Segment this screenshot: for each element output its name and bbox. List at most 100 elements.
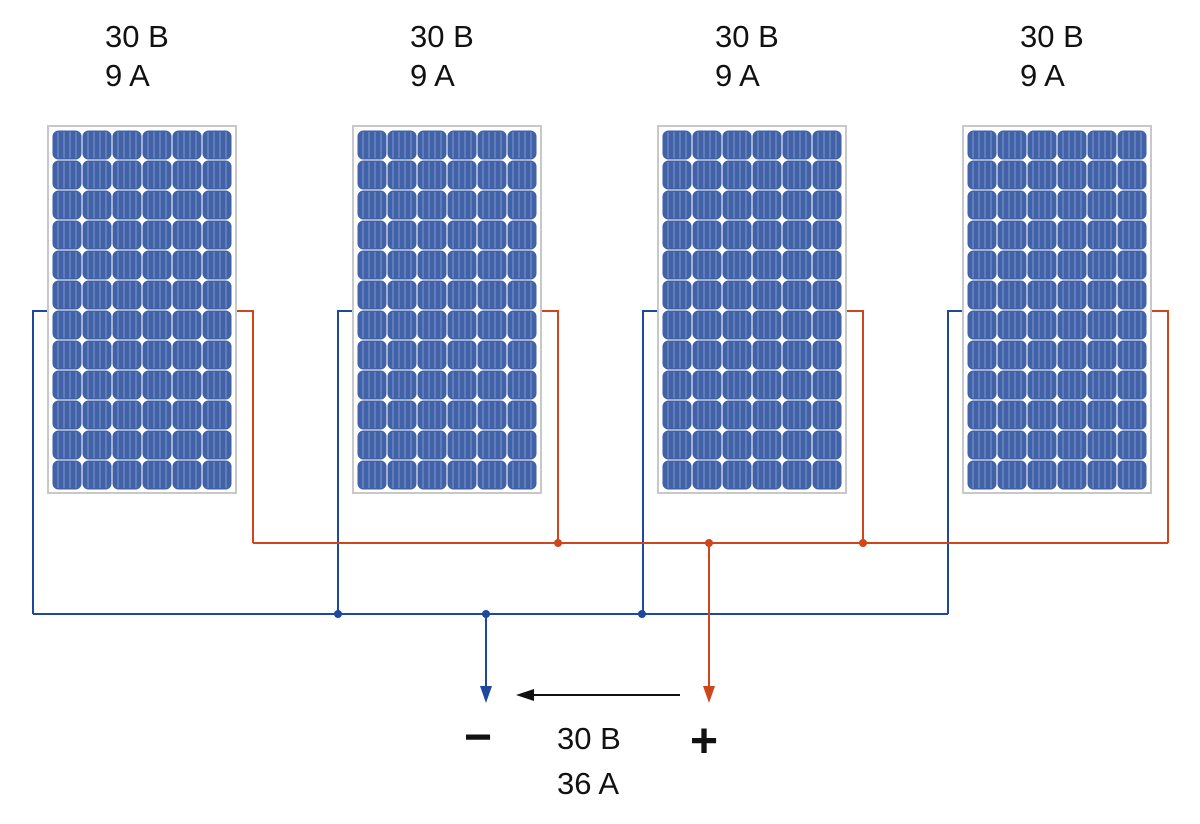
panel-1-current: 9 A: [105, 58, 150, 93]
solar-cell: [417, 220, 447, 250]
solar-cell: [782, 430, 812, 460]
solar-cell: [967, 460, 997, 490]
solar-cell: [752, 190, 782, 220]
solar-cell: [387, 130, 417, 160]
solar-cell: [447, 250, 477, 280]
solar-cell: [507, 340, 537, 370]
panel-4-current: 9 A: [1020, 58, 1065, 93]
solar-cell: [997, 130, 1027, 160]
solar-cell: [52, 160, 82, 190]
solar-cell: [417, 370, 447, 400]
solar-cell: [782, 220, 812, 250]
solar-cell: [172, 370, 202, 400]
solar-cell: [1087, 190, 1117, 220]
solar-panel-1: [47, 125, 237, 494]
solar-cell: [447, 370, 477, 400]
solar-cell: [52, 220, 82, 250]
solar-cell: [357, 460, 387, 490]
solar-cell: [662, 160, 692, 190]
solar-cell: [52, 280, 82, 310]
solar-cell: [1087, 310, 1117, 340]
solar-cell: [662, 310, 692, 340]
solar-cell: [82, 220, 112, 250]
solar-cell: [1117, 340, 1147, 370]
solar-cell: [112, 160, 142, 190]
negative-junction-dot: [334, 610, 342, 618]
solar-cell: [752, 310, 782, 340]
negative-junction-dot: [638, 610, 646, 618]
solar-cell: [812, 310, 842, 340]
solar-cell: [1027, 220, 1057, 250]
solar-cell: [692, 250, 722, 280]
solar-cell: [1057, 220, 1087, 250]
solar-cell: [82, 130, 112, 160]
solar-cell: [417, 400, 447, 430]
solar-cell: [417, 340, 447, 370]
solar-cell: [662, 370, 692, 400]
panel-3-voltage: 30 B: [715, 19, 779, 54]
solar-cell: [357, 370, 387, 400]
solar-cell: [387, 190, 417, 220]
solar-cell: [692, 130, 722, 160]
solar-cell: [1057, 400, 1087, 430]
output-voltage: 30 B: [557, 721, 621, 756]
solar-cell: [357, 430, 387, 460]
solar-cell: [662, 430, 692, 460]
solar-cell: [82, 370, 112, 400]
solar-cell: [387, 310, 417, 340]
solar-cell: [1057, 310, 1087, 340]
solar-cell: [52, 250, 82, 280]
output-current: 36 A: [557, 766, 620, 801]
solar-cell: [1057, 460, 1087, 490]
solar-cell: [1027, 400, 1057, 430]
solar-cell: [752, 400, 782, 430]
solar-cell: [1057, 430, 1087, 460]
solar-cell: [967, 190, 997, 220]
solar-cell: [1027, 160, 1057, 190]
solar-cell: [202, 280, 232, 310]
solar-cell: [752, 160, 782, 190]
solar-cell: [1087, 220, 1117, 250]
solar-cell: [112, 340, 142, 370]
solar-cell: [1087, 280, 1117, 310]
solar-cell: [52, 310, 82, 340]
solar-cell: [477, 310, 507, 340]
solar-cell: [1027, 280, 1057, 310]
solar-cell: [172, 250, 202, 280]
solar-panel-2: [352, 125, 542, 494]
solar-cell: [507, 190, 537, 220]
solar-cell: [447, 160, 477, 190]
negative-lead: [642, 310, 657, 614]
solar-cell: [997, 250, 1027, 280]
solar-cell: [1087, 460, 1117, 490]
solar-cell: [172, 310, 202, 340]
solar-cell: [82, 460, 112, 490]
solar-cell: [1027, 310, 1057, 340]
solar-cell: [1057, 160, 1087, 190]
solar-cell: [82, 400, 112, 430]
solar-cell: [1117, 160, 1147, 190]
solar-cell: [172, 340, 202, 370]
solar-cell: [447, 190, 477, 220]
solar-cell: [722, 220, 752, 250]
solar-cell: [477, 250, 507, 280]
solar-panel-3: [657, 125, 847, 494]
solar-cell: [142, 400, 172, 430]
solar-cell: [662, 220, 692, 250]
solar-cell: [477, 130, 507, 160]
solar-cell: [202, 190, 232, 220]
solar-cell: [142, 310, 172, 340]
negative-terminal-sign: −: [464, 711, 493, 764]
solar-cell: [357, 340, 387, 370]
solar-cell: [202, 340, 232, 370]
solar-cell: [662, 250, 692, 280]
solar-cell: [387, 340, 417, 370]
solar-cell: [1057, 340, 1087, 370]
panel-4-voltage: 30 B: [1020, 19, 1084, 54]
solar-cell: [1117, 430, 1147, 460]
solar-cell: [997, 400, 1027, 430]
solar-cell: [1027, 130, 1057, 160]
solar-cell: [357, 160, 387, 190]
solar-cell: [142, 220, 172, 250]
solar-cell: [782, 400, 812, 430]
